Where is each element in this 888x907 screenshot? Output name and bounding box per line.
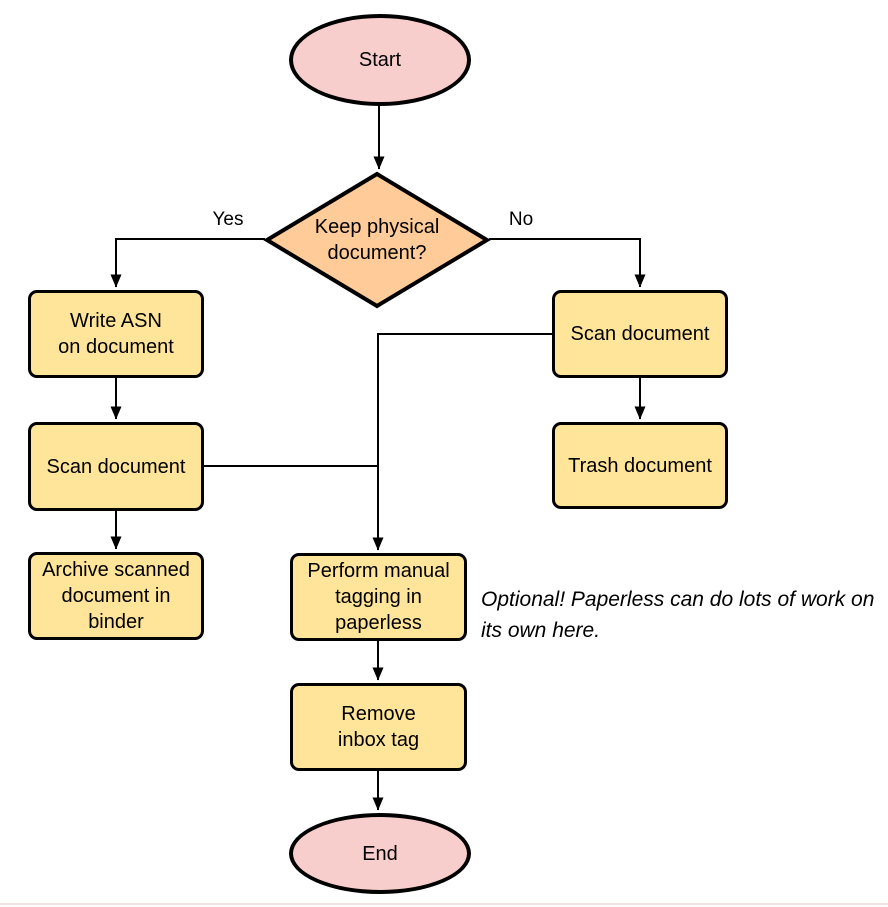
- process-scan-document-right-node: Scan document: [552, 290, 728, 378]
- end-terminal-node: End: [289, 813, 471, 894]
- process-archive-binder-node: Archive scanned document in binder: [28, 552, 204, 640]
- edge-scan-right-to-tagging: [372, 333, 552, 551]
- decision-label: Keep physical document?: [314, 216, 440, 264]
- remove-inbox-tag-label: Remove inbox tag: [337, 703, 420, 751]
- process-scan-document-left-node: Scan document: [28, 422, 204, 511]
- process-trash-document-node: Trash document: [552, 422, 728, 509]
- scan-document-right-label: Scan document: [570, 323, 710, 345]
- start-label: Start: [358, 49, 402, 71]
- archive-binder-label: Archive scanned document in binder: [42, 559, 190, 633]
- annotation-note: Optional! Paperless can do lots of work …: [481, 588, 875, 642]
- edge-label-no: No: [508, 209, 534, 230]
- write-asn-label: Write ASN on document: [58, 310, 174, 358]
- process-remove-inbox-tag-node: Remove inbox tag: [290, 683, 467, 771]
- decision-keep-physical-node: Keep physical document?: [263, 171, 491, 309]
- decision-diamond-shape: [263, 171, 491, 309]
- process-manual-tagging-node: Perform manual tagging in paperless: [290, 553, 467, 641]
- edge-label-yes: Yes: [212, 209, 244, 230]
- edge-decision-no-to-scan-right: [489, 238, 646, 288]
- scan-document-left-label: Scan document: [46, 455, 186, 478]
- bottom-divider: [0, 903, 888, 905]
- manual-tagging-label: Perform manual tagging in paperless: [307, 560, 450, 634]
- edge-decision-yes-to-write-asn: [110, 238, 265, 288]
- trash-document-label: Trash document: [568, 454, 712, 477]
- end-label: End: [362, 842, 398, 865]
- process-write-asn-node: Write ASN on document: [28, 290, 204, 378]
- start-terminal-node: Start: [289, 14, 471, 106]
